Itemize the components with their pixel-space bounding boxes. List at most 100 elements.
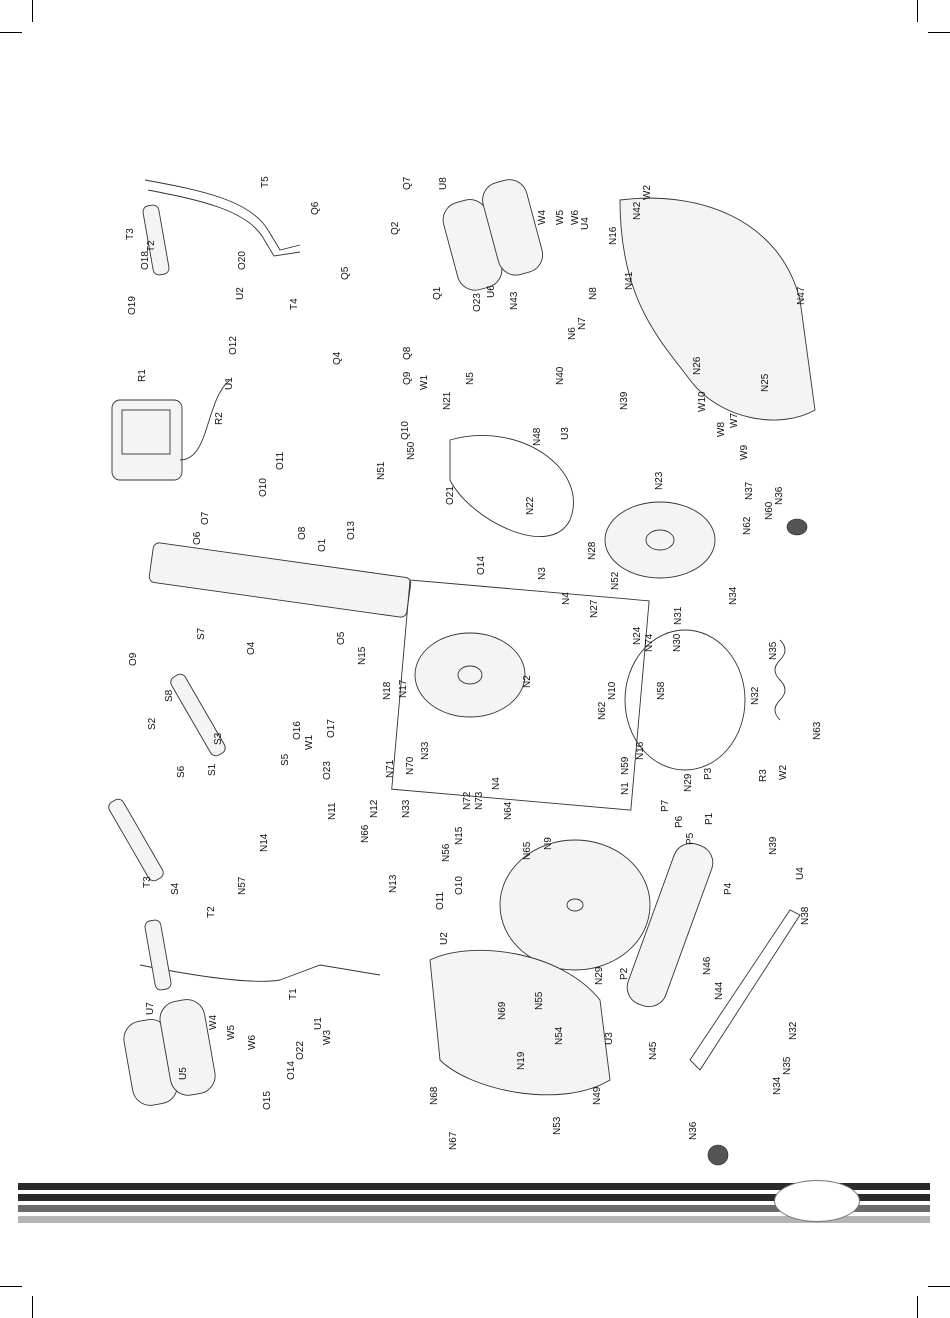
part-label: W4 — [208, 1015, 219, 1030]
part-label: N7 — [577, 317, 588, 330]
part-label: N26 — [692, 356, 703, 375]
part-label: N44 — [714, 981, 725, 1000]
part-label: N32 — [788, 1021, 799, 1040]
part-label: O6 — [192, 531, 203, 545]
part-label: N2 — [522, 675, 533, 688]
part-label: Q6 — [310, 201, 321, 215]
part-label: W1 — [419, 375, 430, 390]
part-label: W2 — [778, 765, 789, 780]
part-label: N56 — [441, 843, 452, 862]
part-label: O14 — [286, 1061, 297, 1080]
part-label: U7 — [145, 1002, 156, 1015]
part-label: O16 — [292, 721, 303, 740]
part-label: N69 — [497, 1001, 508, 1020]
part-label: U4 — [795, 867, 806, 880]
part-label: Q10 — [400, 421, 411, 440]
part-label: N3 — [537, 567, 548, 580]
part-label: N55 — [534, 991, 545, 1010]
part-label: W4 — [537, 210, 548, 225]
part-label: O12 — [228, 336, 239, 355]
crop-mark — [917, 0, 918, 22]
part-label: O23 — [472, 293, 483, 312]
part-label: N27 — [589, 599, 600, 618]
part-label: N10 — [607, 681, 618, 700]
part-label: S7 — [196, 627, 207, 640]
part-label: U3 — [560, 427, 571, 440]
part-label: N17 — [398, 679, 409, 698]
crop-mark — [32, 0, 33, 22]
part-label: S3 — [213, 732, 224, 745]
part-label: P3 — [703, 767, 714, 780]
part-label: N22 — [525, 496, 536, 515]
part-label: N45 — [648, 1041, 659, 1060]
part-label: N4 — [561, 592, 572, 605]
part-label: P2 — [619, 967, 630, 980]
part-label: O22 — [295, 1041, 306, 1060]
part-label: N65 — [522, 841, 533, 860]
footer-stripe — [18, 1183, 930, 1190]
part-label: N8 — [588, 287, 599, 300]
footer-stripe — [18, 1205, 930, 1212]
part-label: W2 — [642, 185, 653, 200]
part-label: N39 — [619, 391, 630, 410]
part-label: N14 — [259, 833, 270, 852]
part-label: N38 — [800, 906, 811, 925]
part-label: T5 — [260, 176, 271, 188]
part-label: N35 — [782, 1056, 793, 1075]
part-label: O11 — [435, 891, 446, 910]
part-label: N49 — [592, 1086, 603, 1105]
part-label: U1 — [313, 1017, 324, 1030]
part-label: Q1 — [432, 286, 443, 300]
part-label: N70 — [405, 756, 416, 775]
part-label: N50 — [406, 441, 417, 460]
footer-stripe — [18, 1194, 930, 1201]
part-label: U5 — [178, 1067, 189, 1080]
part-label: N12 — [369, 799, 380, 818]
part-label: N30 — [672, 633, 683, 652]
part-label: N39 — [768, 836, 779, 855]
part-label: W3 — [322, 1030, 333, 1045]
part-label: O15 — [262, 1091, 273, 1110]
part-label: Q7 — [402, 176, 413, 190]
part-label: N19 — [516, 1051, 527, 1070]
part-label: N54 — [554, 1026, 565, 1045]
part-label: N58 — [656, 681, 667, 700]
part-label: W8 — [716, 422, 727, 437]
part-label: P7 — [660, 799, 671, 812]
part-label: N23 — [654, 471, 665, 490]
part-label: O23 — [322, 761, 333, 780]
part-label: O10 — [258, 478, 269, 497]
part-label: N42 — [632, 201, 643, 220]
part-label: N51 — [376, 461, 387, 480]
part-label: N67 — [448, 1131, 459, 1150]
part-label: O19 — [127, 296, 138, 315]
part-label: N41 — [624, 271, 635, 290]
part-label: U6 — [486, 285, 497, 298]
part-label: Q9 — [402, 371, 413, 385]
part-label: N59 — [620, 756, 631, 775]
footer-stripe — [18, 1216, 930, 1223]
part-label: N5 — [465, 372, 476, 385]
part-label: N33 — [401, 799, 412, 818]
page-number-badge — [774, 1180, 860, 1222]
part-label: U1 — [224, 377, 235, 390]
part-label: S2 — [147, 717, 158, 730]
part-label: N21 — [442, 391, 453, 410]
part-label: T4 — [289, 298, 300, 310]
part-label: T2 — [206, 906, 217, 918]
part-label: P6 — [674, 815, 685, 828]
part-label: N25 — [760, 373, 771, 392]
part-label: U4 — [580, 217, 591, 230]
part-label: O21 — [445, 486, 456, 505]
part-label: O17 — [326, 719, 337, 738]
part-label: W5 — [555, 210, 566, 225]
part-label: N73 — [474, 791, 485, 810]
part-label: O13 — [346, 521, 357, 540]
part-label: N33 — [420, 741, 431, 760]
part-label: N6 — [567, 327, 578, 340]
part-label: N29 — [683, 773, 694, 792]
part-label: Q5 — [340, 266, 351, 280]
part-label: P4 — [723, 882, 734, 895]
